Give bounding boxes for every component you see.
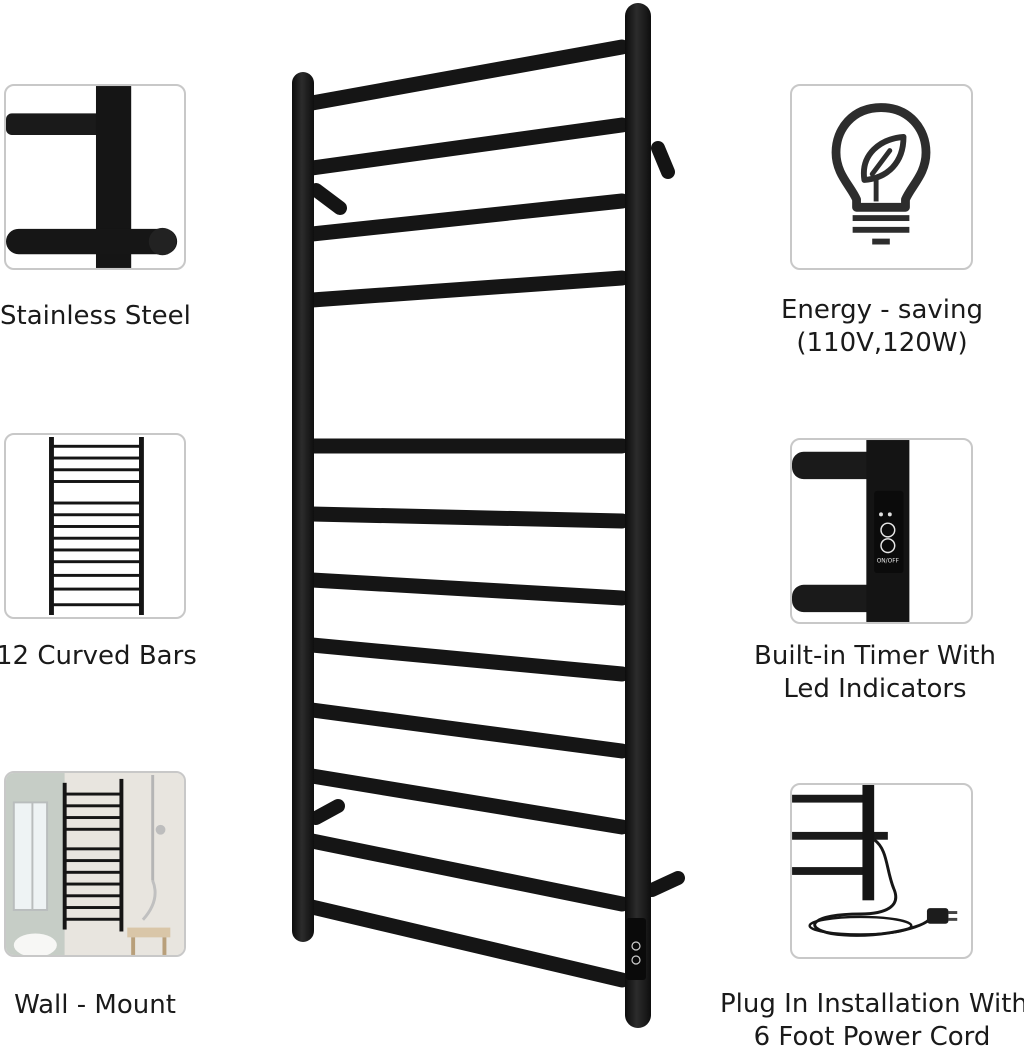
wall-mount-label: Wall - Mount: [14, 990, 176, 1020]
timer-card: ON/OFF: [790, 438, 973, 624]
power-cord-card: [790, 783, 973, 959]
towel-warmer-rack-image: [292, 3, 685, 1028]
lightbulb-leaf-icon: [831, 103, 931, 245]
timer-on-off-text: ON/OFF: [877, 558, 900, 564]
power-cord-label: Plug In Installation With 6 Foot Power C…: [720, 989, 1024, 1052]
curved-bars-card: [4, 433, 186, 619]
rack-thumbnail-icon: [49, 437, 144, 615]
bathroom-scene-icon: [6, 773, 184, 955]
plug-cord-icon: [792, 785, 958, 937]
energy-saving-label: Energy - saving (110V,120W): [780, 295, 983, 358]
timer-label: Built-in Timer With Led Indicators: [754, 641, 996, 704]
timer-panel-icon: ON/OFF: [792, 440, 910, 622]
stainless-steel-card: [4, 84, 186, 270]
stainless-steel-label: Stainless Steel: [0, 301, 191, 331]
curved-bars-label: 12 Curved Bars: [0, 641, 197, 671]
stainless-steel-closeup-icon: [6, 86, 178, 268]
wall-mount-card: [4, 771, 186, 957]
energy-saving-card: [790, 84, 973, 270]
